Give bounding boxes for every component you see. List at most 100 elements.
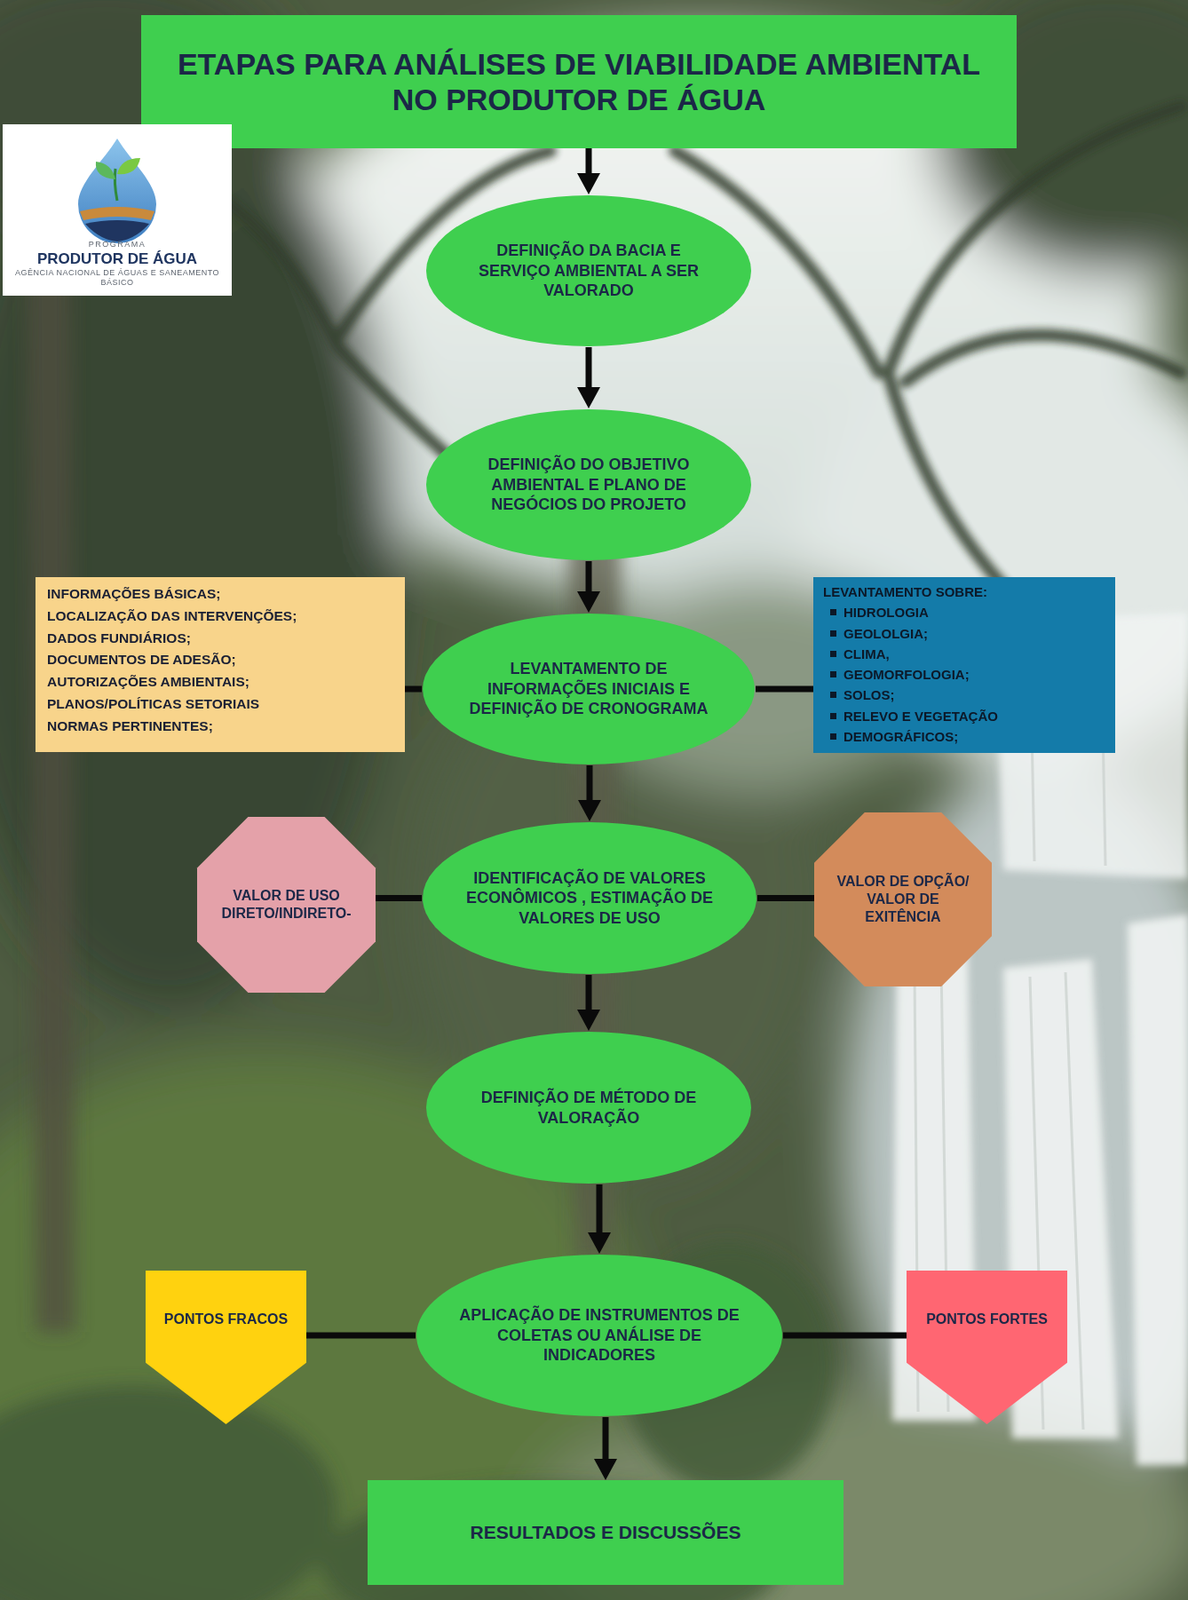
node-text: ETAPAS PARA ANÁLISES DE VIABILIDADE AMBI… <box>166 46 992 118</box>
text-group: APLICAÇÃO DE INSTRUMENTOS DE COLETAS OU … <box>452 1305 746 1366</box>
bullet-mark <box>830 671 837 678</box>
node-text: AUTORIZAÇÕES AMBIENTAIS; <box>47 671 397 694</box>
connector <box>375 897 422 899</box>
node-text: PONTOS FRACOS <box>164 1310 288 1330</box>
connector <box>577 561 601 613</box>
logo-panel: PROGRAMAPRODUTOR DE ÁGUAAGÊNCIA NACIONAL… <box>2 124 232 296</box>
bullet-mark <box>830 712 837 720</box>
connector-line <box>586 347 593 388</box>
node-text: IDENTIFICAÇÃO DE VALORES ECONÔMICOS , ES… <box>447 868 732 929</box>
text-group: RESULTADOS E DISCUSSÕES <box>470 1520 742 1544</box>
arrow-head <box>577 591 601 613</box>
text-group: ETAPAS PARA ANÁLISES DE VIABILIDADE AMBI… <box>166 46 992 118</box>
step-ellipse: DEFINIÇÃO DE MÉTODO DE VALORAÇÃO <box>425 1030 753 1185</box>
node-shape <box>906 1270 1068 1425</box>
node-text: DEFINIÇÃO DO OBJETIVO AMBIENTAL E PLANO … <box>464 454 713 515</box>
node-text: PONTOS FORTES <box>926 1310 1048 1330</box>
node-text: NORMAS PERTINENTES; <box>47 715 397 738</box>
arrow-head <box>577 173 601 195</box>
bullet-row: CLIMA, <box>823 643 1109 665</box>
step-ellipse: LEVANTAMENTO DE INFORMAÇÕES INICIAIS E D… <box>421 612 756 766</box>
text-group: VALOR DE USO DIRETO/INDIRETO- <box>206 887 367 923</box>
node-text: GEOLOLGIA; <box>843 623 928 644</box>
node-text: PLANOS/POLÍTICAS SETORIAIS <box>47 693 397 716</box>
arrow-head <box>578 799 602 822</box>
connector-line <box>586 561 593 592</box>
connector <box>578 765 602 822</box>
info-box: INFORMAÇÕES BÁSICAS;LOCALIZAÇÃO DAS INTE… <box>35 577 405 753</box>
arrow-head <box>587 1232 611 1254</box>
node-text: APLICAÇÃO DE INSTRUMENTOS DE COLETAS OU … <box>452 1305 746 1366</box>
node-text: VALOR DE OPÇÃO/ VALOR DE EXITÊNCIA <box>830 872 977 927</box>
arrow-head <box>577 1009 601 1031</box>
node-text: HIDROLOGIA <box>843 601 929 623</box>
bullet-row: HIDROLOGIA <box>823 601 1109 623</box>
node-text: SOLOS; <box>843 684 895 705</box>
node-shape <box>145 1270 307 1425</box>
point-pentagon: PONTOS FRACOS <box>145 1270 307 1425</box>
connector-line <box>375 894 422 902</box>
node-text: LOCALIZAÇÃO DAS INTERVENÇÕES; <box>47 605 397 628</box>
connector-line <box>602 1417 610 1459</box>
connector <box>306 1335 416 1337</box>
point-pentagon: PONTOS FORTES <box>906 1270 1068 1425</box>
connector <box>594 1417 618 1481</box>
node-text: LEVANTAMENTO SOBRE: <box>823 581 1109 602</box>
text-group: LEVANTAMENTO SOBRE:HIDROLOGIAGEOLOLGIA;C… <box>819 581 1109 747</box>
connector <box>577 148 601 195</box>
connector-line <box>586 974 593 1010</box>
step-ellipse: DEFINIÇÃO DO OBJETIVO AMBIENTAL E PLANO … <box>425 408 753 562</box>
connector <box>577 974 601 1031</box>
node-shape <box>425 1030 753 1185</box>
node-text: VALOR DE USO DIRETO/INDIRETO- <box>206 887 367 923</box>
connector-line <box>586 148 593 174</box>
step-ellipse: IDENTIFICAÇÃO DE VALORES ECONÔMICOS , ES… <box>421 821 758 975</box>
connector-line <box>306 1332 416 1339</box>
text-group: LEVANTAMENTO DE INFORMAÇÕES INICIAIS E D… <box>455 658 722 720</box>
bullet-mark <box>830 630 837 637</box>
bullet-mark <box>830 609 837 616</box>
bullet-mark <box>830 733 837 740</box>
connector <box>404 689 422 690</box>
node-text: PRODUTOR DE ÁGUA <box>14 250 221 269</box>
node-text: LEVANTAMENTO DE INFORMAÇÕES INICIAIS E D… <box>455 658 722 720</box>
node-text: INFORMAÇÕES BÁSICAS; <box>47 583 397 606</box>
node-text: RESULTADOS E DISCUSSÕES <box>470 1520 742 1544</box>
node-shape <box>197 816 376 993</box>
bullet-mark <box>830 650 837 658</box>
connector-line <box>755 686 814 693</box>
connector-line <box>757 894 815 902</box>
connector <box>577 347 601 409</box>
connector <box>755 689 814 690</box>
bullet-row: DEMOGRÁFICOS; <box>823 726 1109 747</box>
value-octagon: VALOR DE USO DIRETO/INDIRETO- <box>197 816 376 993</box>
value-octagon: VALOR DE OPÇÃO/ VALOR DE EXITÊNCIA <box>814 812 992 987</box>
text-group: DEFINIÇÃO DO OBJETIVO AMBIENTAL E PLANO … <box>464 454 713 515</box>
node-text: DOCUMENTOS DE ADESÃO; <box>47 649 397 672</box>
connector <box>587 1184 611 1254</box>
title-box: ETAPAS PARA ANÁLISES DE VIABILIDADE AMBI… <box>141 15 1017 149</box>
arrow-head <box>577 387 601 409</box>
survey-box: LEVANTAMENTO SOBRE:HIDROLOGIAGEOLOLGIA;C… <box>813 577 1116 753</box>
text-group: DEFINIÇÃO DA BACIA E SERVIÇO AMBIENTAL A… <box>459 240 718 301</box>
node-text: DADOS FUNDIÁRIOS; <box>47 627 397 650</box>
text-group: DEFINIÇÃO DE MÉTODO DE VALORAÇÃO <box>459 1087 718 1128</box>
text-group: VALOR DE OPÇÃO/ VALOR DE EXITÊNCIA <box>830 872 977 927</box>
node-text: DEMOGRÁFICOS; <box>843 726 959 747</box>
text-group: PONTOS FRACOS <box>164 1310 288 1330</box>
bullet-mark <box>830 691 837 698</box>
bullet-row: RELEVO E VEGETAÇÃO <box>823 705 1109 727</box>
connector-line <box>404 686 422 693</box>
connector-line <box>783 1332 907 1339</box>
connector-line <box>586 765 594 800</box>
arrow-head <box>594 1458 618 1481</box>
node-text: GEOMORFOLOGIA; <box>843 664 970 685</box>
node-text: CLIMA, <box>843 643 890 665</box>
step-ellipse: DEFINIÇÃO DA BACIA E SERVIÇO AMBIENTAL A… <box>425 194 753 348</box>
text-group: IDENTIFICAÇÃO DE VALORES ECONÔMICOS , ES… <box>447 868 732 929</box>
node-text: PROGRAMA <box>14 239 221 251</box>
connector-line <box>596 1184 603 1233</box>
result-box: RESULTADOS E DISCUSSÕES <box>367 1480 844 1585</box>
